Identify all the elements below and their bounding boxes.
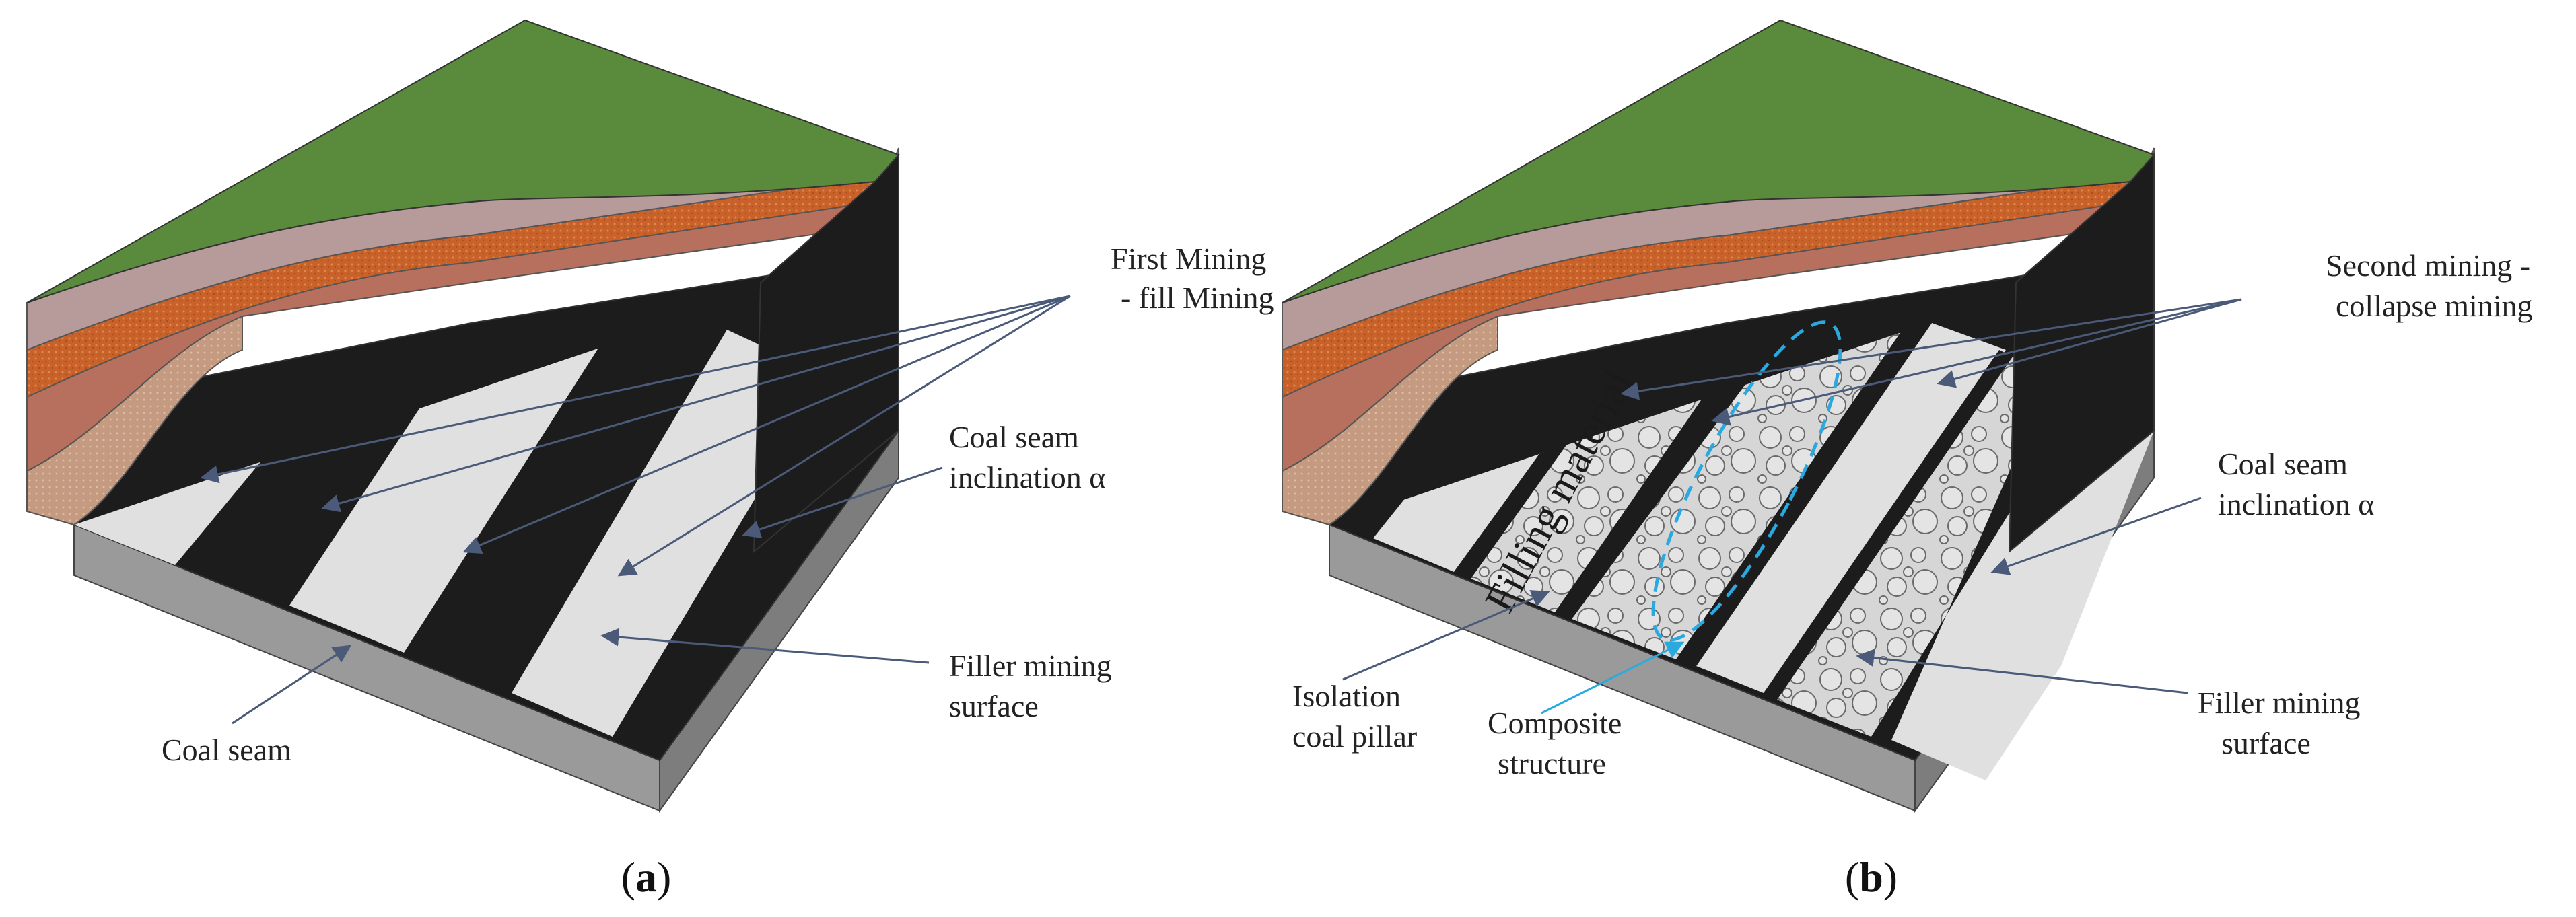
panel-a-labels: First Mining - fill Mining Coal seam inc… xyxy=(162,242,1274,767)
arrow-filler-b xyxy=(1856,649,2188,694)
arrow-second-mining-1 xyxy=(1620,298,2242,400)
label-inclination-a-line2: inclination α xyxy=(949,460,1105,494)
arrow-second-mining-2 xyxy=(1711,298,2242,426)
grass-surface xyxy=(26,19,900,303)
caption-a: (a) xyxy=(621,853,672,901)
label-filler-b-line1: Filler mining xyxy=(2198,686,2361,720)
label-first-mining-line2: - fill Mining xyxy=(1121,281,1274,315)
label-inclination-b-line1: Coal seam xyxy=(2218,447,2348,481)
label-filler-a-line2: surface xyxy=(949,689,1039,723)
composite-structure-outline xyxy=(1651,320,1842,642)
filler-strip xyxy=(289,296,606,653)
filler-strip xyxy=(1696,323,2006,693)
arrow-composite xyxy=(1541,641,1685,714)
arrow-first-mining-1 xyxy=(200,295,1071,484)
label-isolation-line2: coal pillar xyxy=(1292,719,1417,754)
label-composite-line2: structure xyxy=(1498,746,1606,780)
panel-a-arrows xyxy=(200,295,1071,725)
label-composite-line1: Composite xyxy=(1488,706,1622,740)
label-second-mining-line1: Second mining - xyxy=(2326,248,2530,283)
right-cut-face xyxy=(753,153,899,554)
label-second-mining-line2: collapse mining xyxy=(2336,289,2533,323)
arrow-first-mining-4 xyxy=(617,295,1071,577)
filling-material-zone xyxy=(1572,296,1912,659)
grass-surface xyxy=(1282,19,2155,303)
panel-a-block xyxy=(26,19,900,813)
label-filler-a-line1: Filler mining xyxy=(949,649,1112,683)
label-inclination-b-line2: inclination α xyxy=(2218,487,2374,521)
isolation-coal-pillar xyxy=(1676,316,1932,666)
arrow-second-mining-3 xyxy=(1937,298,2242,388)
arrow-first-mining-3 xyxy=(462,295,1071,554)
arrow-filler-a xyxy=(600,628,930,664)
panel-b-arrows xyxy=(1342,298,2242,694)
arrow-inclination-b xyxy=(1990,497,2202,575)
arrow-first-mining-2 xyxy=(321,295,1071,513)
panel-b-labels: Second mining - collapse mining Coal sea… xyxy=(1292,248,2533,780)
label-first-mining-line1: First Mining xyxy=(1111,242,1266,276)
arrow-coal-seam xyxy=(232,645,352,725)
right-cut-face xyxy=(2008,153,2155,554)
panel-b-block: Filling material xyxy=(1282,19,2155,813)
arrow-isolation xyxy=(1342,590,1550,681)
arrow-inclination-a xyxy=(742,466,943,538)
label-inclination-a-line1: Coal seam xyxy=(949,420,1079,454)
label-coal-seam: Coal seam xyxy=(162,733,291,767)
caption-b: (b) xyxy=(1845,853,1898,901)
isolation-coal-pillar xyxy=(1764,350,2013,700)
label-filler-b-line2: surface xyxy=(2221,726,2311,760)
label-isolation-line1: Isolation xyxy=(1292,679,1401,713)
